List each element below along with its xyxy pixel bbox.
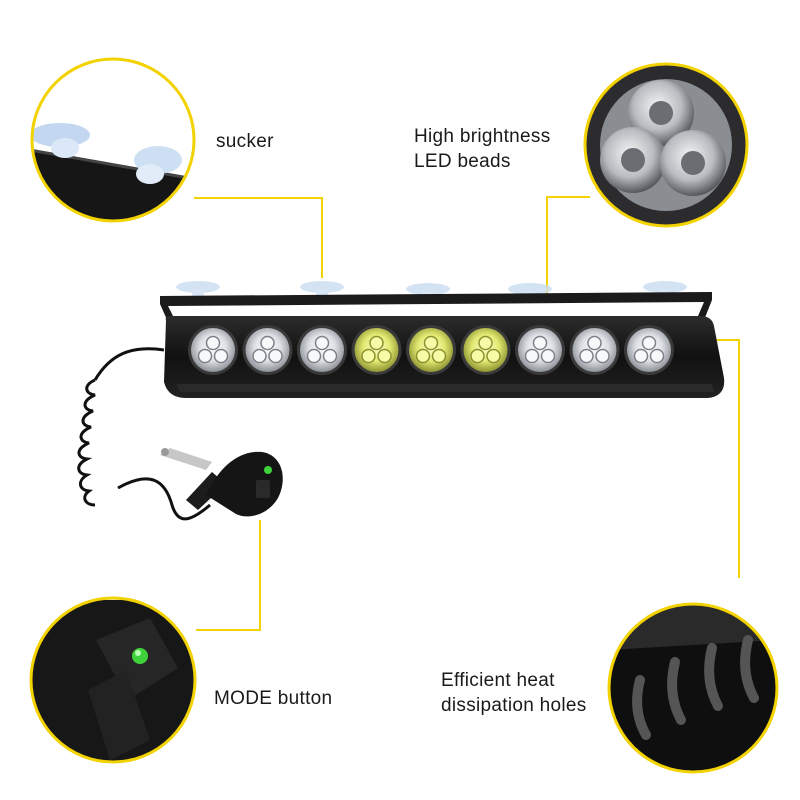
led-beads-label-line2: LED beads [414,151,511,172]
led-module-yellow [460,325,511,375]
led-beads-label: High brightness LED beads [414,124,551,174]
leader-line-sucker [194,197,323,278]
callout-heat-holes-zoom [607,602,779,774]
heat-holes-label-line1: Efficient heat [441,670,555,691]
leader-lines [194,196,740,631]
led-module-white [242,325,293,375]
sucker-label-text: sucker [216,131,274,152]
leader-line-mode [196,520,261,631]
led-module-yellow [406,325,456,375]
mounting-bracket [160,292,712,330]
callout-led-beads-zoom [583,62,749,228]
led-module-white [515,325,565,375]
leader-line-heat [712,339,740,578]
mode-button-label-text: MODE button [214,688,333,709]
heat-holes-label: Efficient heat dissipation holes [441,668,587,718]
led-module-white [569,325,620,375]
led-module-row [188,325,674,375]
led-module-white [624,325,674,375]
led-module-white [188,325,238,375]
heat-holes-label-line2: dissipation holes [441,695,587,716]
led-module-yellow [351,325,402,375]
callout-mode-button-zoom [29,596,197,764]
mode-button-label: MODE button [214,686,332,711]
coiled-cable [77,347,211,521]
leader-line-led [546,196,590,298]
suction-cups [176,281,687,299]
led-module-white [297,325,347,375]
cigarette-plug [160,448,283,517]
led-beads-label-line1: High brightness [414,126,551,147]
callout-sucker-zoom [30,57,196,223]
sucker-label: sucker [216,129,274,154]
